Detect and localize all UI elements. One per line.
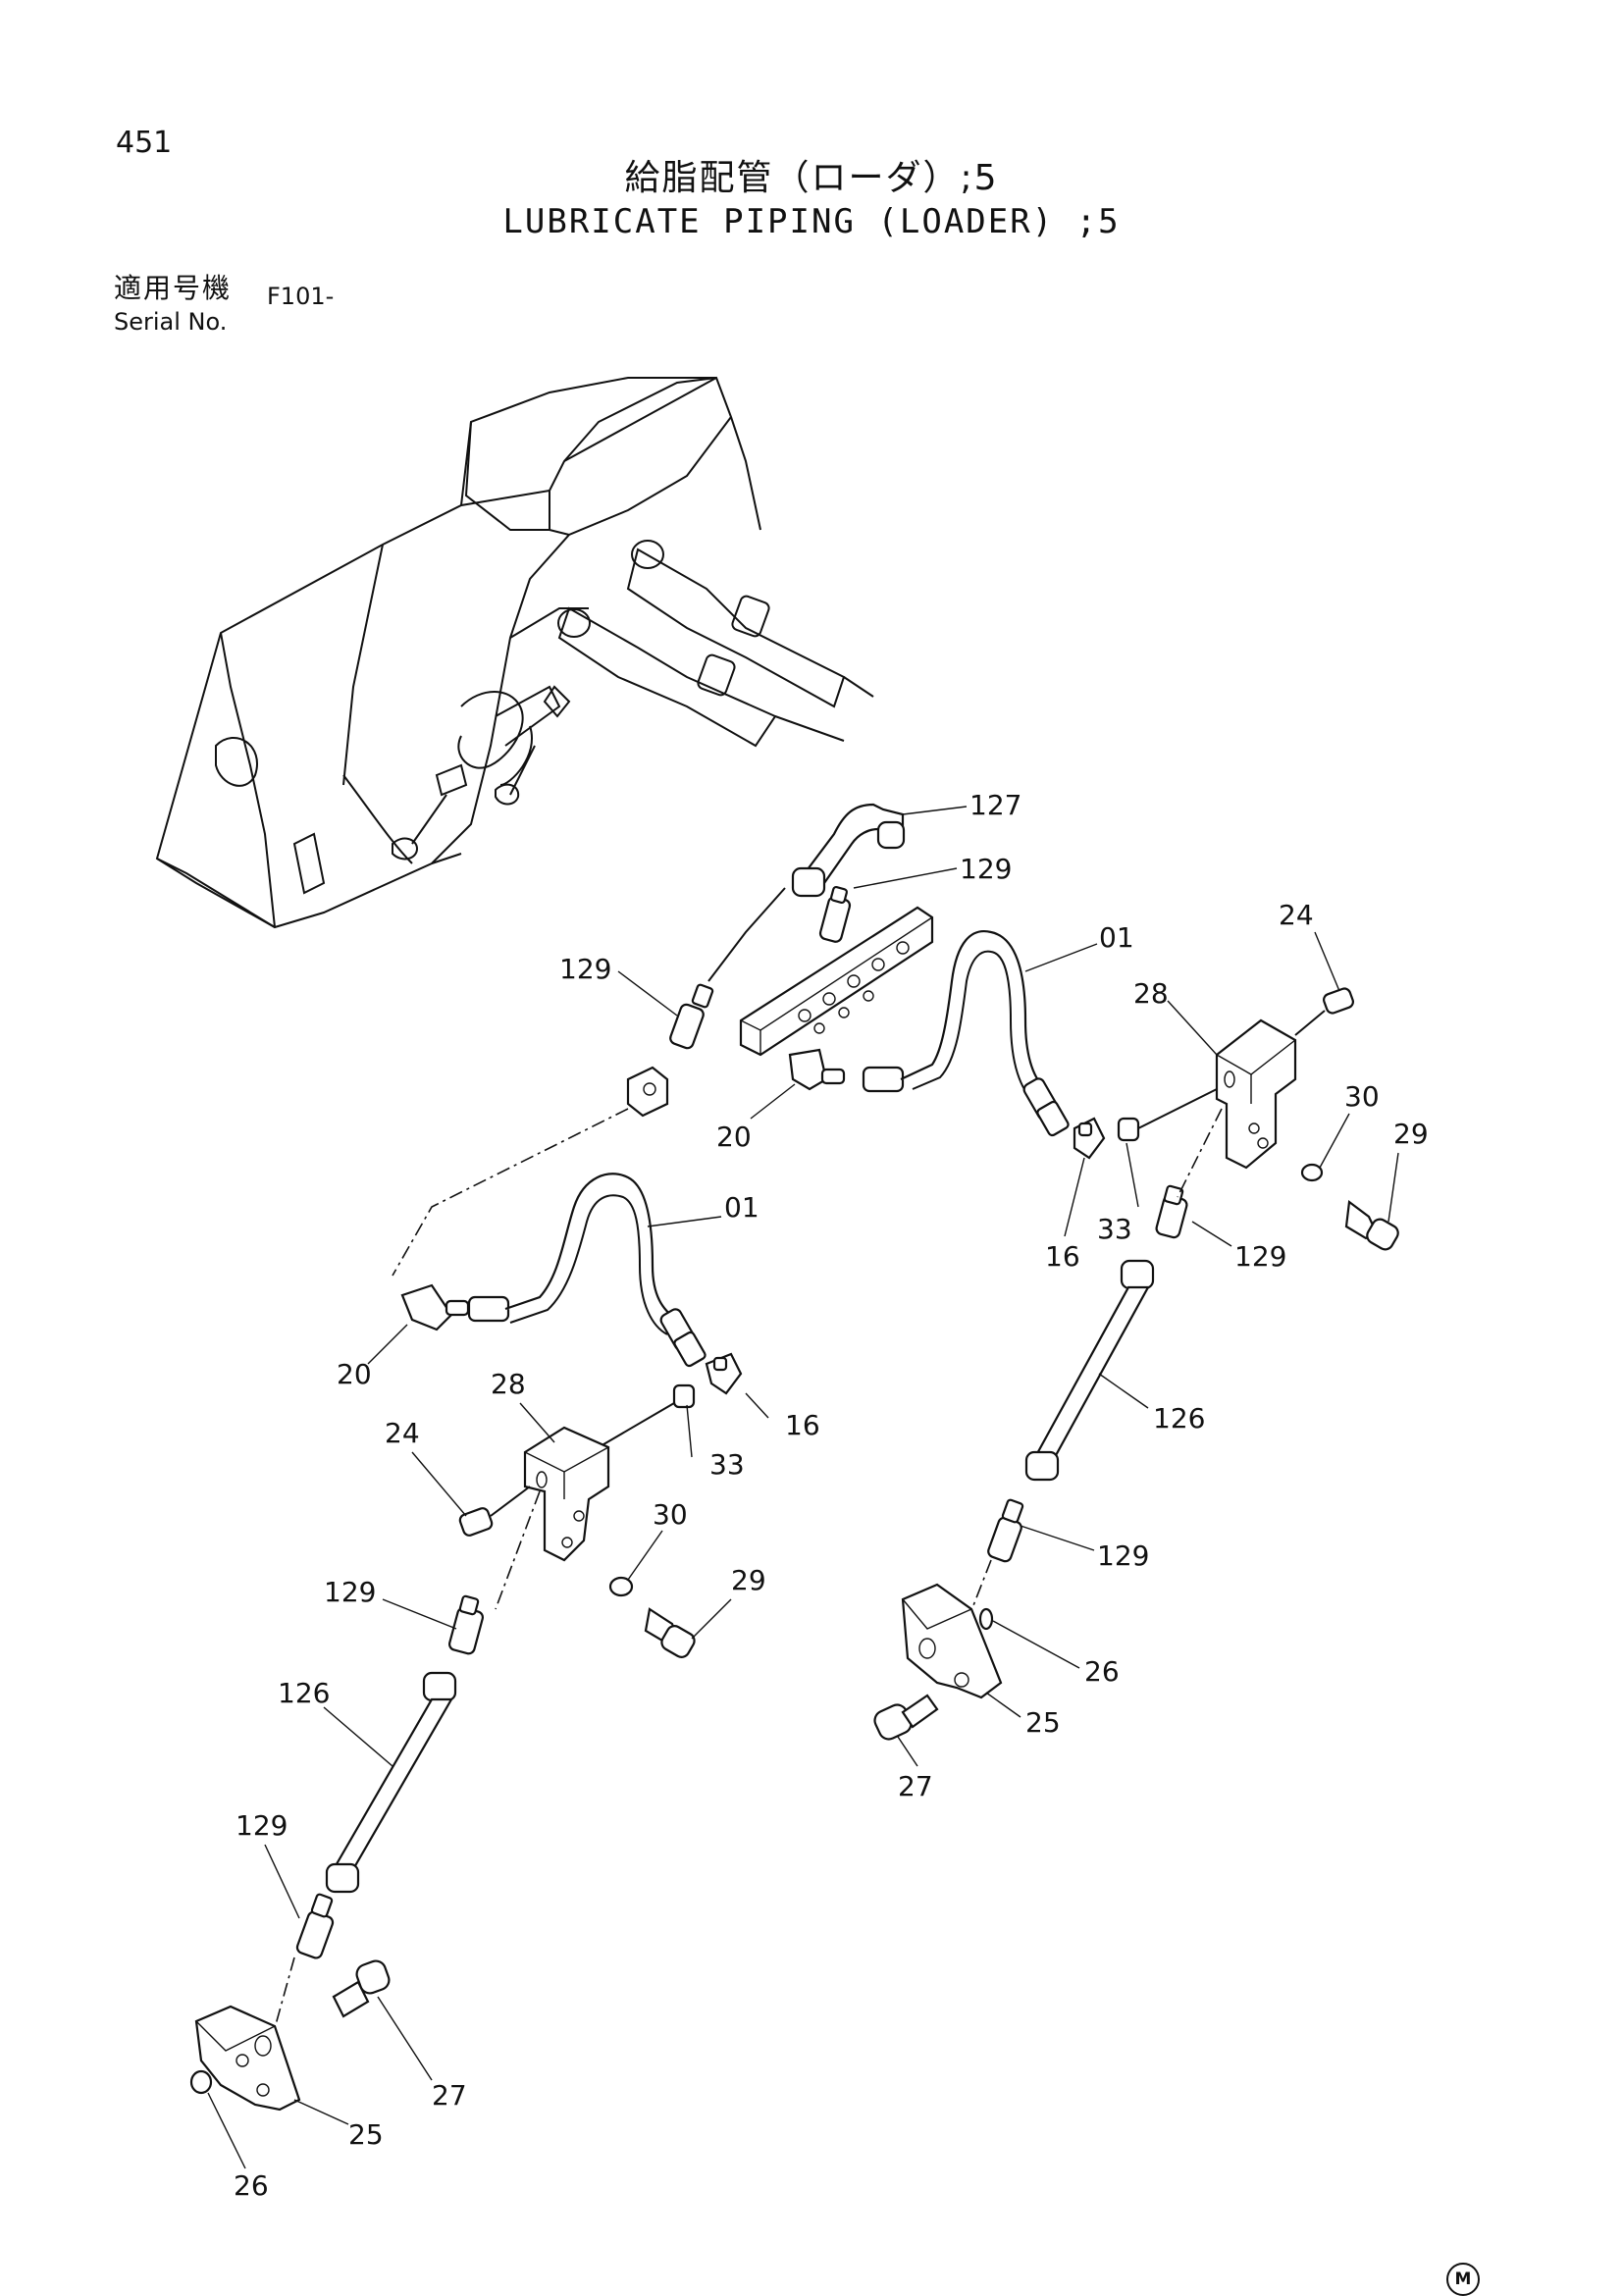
distribution-block [739,906,934,1057]
bolt-29-upper [1344,1199,1399,1251]
page-number: 451 [116,126,173,160]
callout-127: 127 [969,789,1021,821]
plug-24-upper [1294,987,1354,1036]
grease-fitting-129-left-lower [295,1893,335,1959]
serial-number-value: F101- [267,283,335,310]
callout-126: 126 [1153,1402,1205,1435]
elbow-20-upper [788,1048,846,1091]
pipe-126-right [1024,1259,1155,1482]
callout-26: 26 [234,2169,269,2202]
callout-27: 27 [432,2079,467,2112]
center-line-right-lower [956,1559,992,1649]
callout-29: 29 [1393,1118,1429,1150]
callout-129: 129 [236,1809,288,1842]
callout-129: 129 [559,953,611,985]
callout-16: 16 [1045,1240,1080,1273]
o-ring-26-right [978,1607,994,1631]
washer-30-upper [1300,1163,1324,1182]
callout-126: 126 [278,1677,330,1709]
serial-label-japanese: 適用号機 [114,272,233,304]
callout-33: 33 [709,1448,745,1481]
leader-lines [207,806,1399,2169]
callout-29: 29 [731,1564,766,1596]
callout-01: 01 [1099,921,1134,954]
elbow-20-lower [400,1283,470,1331]
title-japanese: 給脂配管（ローダ）;5 [624,158,999,198]
hose-01-upper [862,930,1070,1137]
callout-26: 26 [1084,1655,1120,1688]
callout-30: 30 [1344,1080,1380,1113]
bolt-27-right [873,1694,939,1741]
grease-fitting-129-left-upper [447,1594,485,1655]
callout-labels: 127 129 129 01 24 28 20 30 29 33 16 129 … [234,789,1429,2202]
serial-label-english: Serial No. [114,308,228,336]
bracket-28-lower [523,1426,610,1562]
elbow-16-lower [705,1352,743,1395]
fitting-33-lower [598,1383,696,1448]
elbow-16-upper [1073,1117,1106,1160]
callout-01: 01 [724,1191,759,1224]
callout-33: 33 [1097,1213,1132,1245]
callout-129: 129 [1097,1539,1149,1572]
title-english: LUBRICATE PIPING (LOADER) ;5 [502,202,1121,241]
bolt-27-left [332,1959,391,2018]
plug-24-lower [458,1486,531,1537]
bracket-25-right [901,1583,1003,1699]
o-ring-26-left [189,2069,213,2095]
bracket-28-upper [1215,1018,1297,1170]
pipe-127 [791,803,906,898]
callout-129: 129 [960,853,1012,885]
grease-fitting-129-top [818,886,852,943]
callout-27: 27 [898,1770,933,1802]
callout-24: 24 [1279,899,1314,931]
center-line-left-lower [269,1957,295,2047]
callout-16: 16 [785,1409,820,1441]
callout-20: 20 [716,1121,752,1153]
center-line-left-upper [495,1490,541,1610]
callout-25: 25 [1025,1706,1061,1739]
callout-20: 20 [337,1358,372,1390]
grease-fitting-129-left [669,887,786,1050]
center-line-left-guide [392,1108,629,1277]
washer-30-lower [608,1576,634,1597]
callout-25: 25 [348,2118,384,2151]
bracket-25-left [194,2005,301,2112]
fitting-33-upper [1117,1088,1218,1142]
manufacturer-mark: M [1446,2263,1480,2296]
bolt-29-lower [644,1607,696,1658]
center-line-right-upper [1177,1108,1223,1198]
loader-bucket-assembly [155,376,874,929]
callout-28: 28 [491,1368,526,1400]
hose-01-lower [467,1173,707,1368]
callout-24: 24 [385,1417,420,1449]
pipe-126-left [325,1671,457,1894]
callout-30: 30 [653,1498,688,1531]
callout-129: 129 [1234,1240,1286,1273]
callout-129: 129 [324,1576,376,1608]
small-block-upper [626,1066,669,1118]
callout-28: 28 [1133,977,1169,1010]
grease-fitting-129-right-lower [987,1498,1024,1563]
grease-fitting-129-right [1155,1184,1188,1239]
